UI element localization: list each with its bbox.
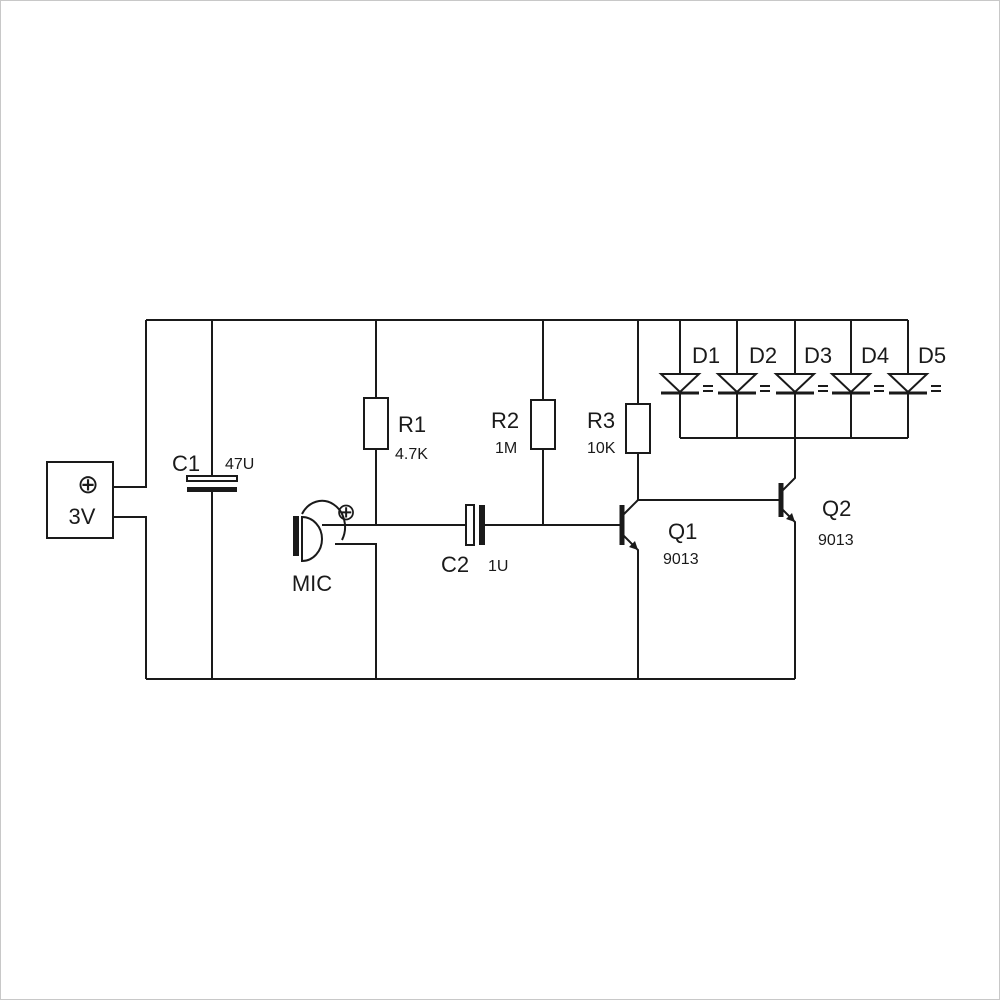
mic-capsule bbox=[301, 515, 323, 563]
led-d5-label: D5 bbox=[918, 343, 946, 368]
microphone: ⊕ MIC bbox=[292, 498, 466, 679]
positive-supply-wire bbox=[113, 320, 147, 488]
mic-label: MIC bbox=[292, 571, 332, 596]
c1-plate-positive bbox=[186, 475, 238, 482]
capacitor-c2: C2 1U bbox=[441, 504, 620, 577]
q1-label: Q1 bbox=[668, 519, 697, 544]
q2-label: Q2 bbox=[822, 496, 851, 521]
q1-emitter-arrow-icon bbox=[629, 541, 638, 550]
r3-body bbox=[625, 403, 651, 454]
r1-label: R1 bbox=[398, 412, 426, 437]
c2-plate-negative bbox=[479, 505, 485, 545]
r3-label: R3 bbox=[587, 408, 615, 433]
power-rails bbox=[113, 319, 908, 680]
led-d5-light-icon bbox=[931, 385, 941, 392]
led-d2: D2 bbox=[715, 320, 777, 438]
led-d2-diode-icon bbox=[715, 373, 759, 394]
q1-emitter-lead bbox=[621, 533, 639, 679]
led-array: D1 D2 D3 D4 bbox=[658, 320, 946, 439]
led-d1-diode-icon bbox=[658, 373, 702, 394]
q2-value: 9013 bbox=[818, 532, 854, 549]
resistor-r1: R1 4.7K bbox=[363, 320, 428, 525]
transistor-q2: Q2 9013 bbox=[778, 438, 854, 679]
mic-ground-wire bbox=[335, 543, 377, 679]
led-d3-label: D3 bbox=[804, 343, 832, 368]
c2-plate-positive bbox=[465, 504, 475, 546]
capacitor-c1: C1 47U bbox=[172, 320, 254, 679]
battery-plus-icon: ⊕ bbox=[77, 470, 99, 500]
resistor-r2: R2 1M bbox=[491, 320, 556, 525]
led-d5-diode-icon bbox=[886, 373, 930, 394]
led-d3-diode-icon bbox=[773, 373, 817, 394]
led-d1-label: D1 bbox=[692, 343, 720, 368]
q2-collector-lead bbox=[780, 438, 796, 493]
mic-arc bbox=[301, 499, 347, 541]
led-d3-light-icon bbox=[818, 385, 828, 392]
led-d4-label: D4 bbox=[861, 343, 889, 368]
negative-supply-wire bbox=[113, 516, 147, 679]
led-d3: D3 bbox=[773, 320, 832, 438]
r2-body bbox=[530, 399, 556, 450]
c2-value: 1U bbox=[488, 558, 508, 575]
led-d4-diode-icon bbox=[829, 373, 873, 394]
led-d2-label: D2 bbox=[749, 343, 777, 368]
r2-label: R2 bbox=[491, 408, 519, 433]
r3-value: 10K bbox=[587, 440, 616, 457]
led-d4-light-icon bbox=[874, 385, 884, 392]
r1-body bbox=[363, 397, 389, 450]
led-d2-light-icon bbox=[760, 385, 770, 392]
c1-label: C1 bbox=[172, 451, 200, 476]
resistor-r3: R3 10K bbox=[587, 320, 651, 500]
mic-plus-icon: ⊕ bbox=[336, 498, 356, 526]
c1-plate-negative bbox=[187, 487, 237, 492]
c1-value: 47U bbox=[225, 456, 254, 473]
battery: ⊕ 3V bbox=[46, 461, 114, 539]
transistor-q1: Q1 9013 bbox=[619, 499, 780, 679]
q2-emitter-arrow-icon bbox=[786, 513, 795, 522]
led-d1: D1 bbox=[658, 320, 720, 438]
battery-box bbox=[46, 461, 114, 539]
battery-label: 3V bbox=[69, 504, 96, 529]
r1-value: 4.7K bbox=[395, 446, 428, 463]
led-d4: D4 bbox=[829, 320, 889, 438]
q1-value: 9013 bbox=[663, 551, 699, 568]
q2-emitter-lead bbox=[780, 507, 796, 679]
r2-value: 1M bbox=[495, 440, 517, 457]
led-d5: D5 bbox=[886, 320, 946, 438]
c2-label: C2 bbox=[441, 552, 469, 577]
q1-collector-lead bbox=[621, 499, 639, 517]
led-d1-light-icon bbox=[703, 385, 713, 392]
